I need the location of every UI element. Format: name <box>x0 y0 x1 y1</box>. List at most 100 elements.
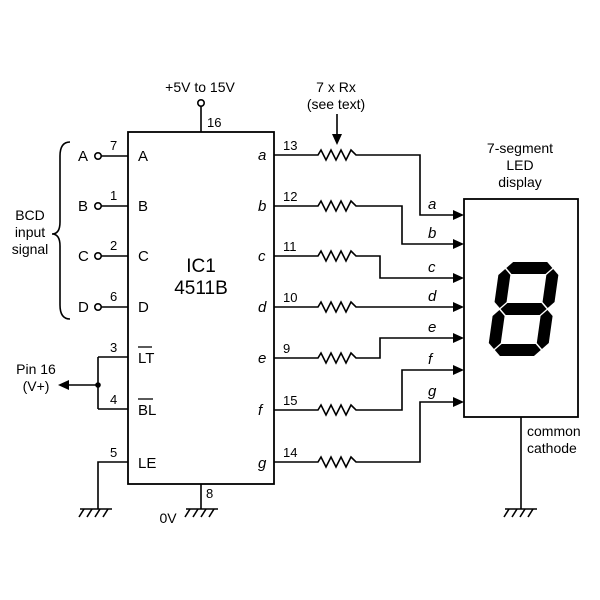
output-pin-name: c <box>258 248 266 265</box>
segment-input-label: g <box>428 383 437 400</box>
segment-a <box>506 262 553 274</box>
resistor-wire <box>274 199 455 245</box>
resistor-label-line1: 7 x Rx <box>316 79 356 95</box>
ground-symbol-le <box>78 508 112 518</box>
output-c: c 11 c <box>258 239 464 283</box>
output-pin-number: 10 <box>283 290 297 305</box>
ground-symbol-pin8 <box>184 508 218 518</box>
pin16-label-line1: Pin 16 <box>16 361 56 377</box>
input-pin-number: 7 <box>110 138 117 153</box>
segment-input-arrow <box>453 210 464 220</box>
input-A: A 7 A <box>78 138 148 165</box>
control-LE: 5 LE <box>97 445 156 509</box>
input-B: B 1 B <box>78 188 148 215</box>
output-pin-number: 15 <box>283 393 297 408</box>
ic-body <box>127 131 275 485</box>
output-f: f 15 f <box>258 351 464 419</box>
input-pin-name: A <box>138 148 148 165</box>
control-pin-name: LT <box>138 350 154 367</box>
input-terminal <box>94 302 103 311</box>
supply-label: +5V to 15V <box>165 79 235 95</box>
input-ext-label: B <box>78 198 88 215</box>
segment-d <box>494 344 541 356</box>
ic-part-number: 4511B <box>174 278 228 299</box>
resistor-wire <box>274 401 455 469</box>
ic-name: IC1 <box>186 256 216 277</box>
input-D: D 6 D <box>78 289 149 316</box>
output-pin-name: e <box>258 350 266 367</box>
display-title-line3: display <box>498 174 542 190</box>
output-pin-name: b <box>258 198 266 215</box>
resistor-wire <box>274 249 455 279</box>
control-pin-number: 5 <box>110 445 117 460</box>
input-pin-number: 1 <box>110 188 117 203</box>
segment-input-arrow <box>453 239 464 249</box>
resistor-label-line2: (see text) <box>307 96 365 112</box>
input-terminal <box>94 202 103 211</box>
input-ext-label: A <box>78 148 88 165</box>
resistor-wire <box>274 369 455 417</box>
supply-pin-number: 16 <box>207 115 221 130</box>
output-a: a 13 a <box>258 138 464 220</box>
input-terminal <box>94 252 103 261</box>
cathode-label-line2: cathode <box>527 440 577 456</box>
output-d: d 10 d <box>258 288 464 316</box>
input-pin-number: 6 <box>110 289 117 304</box>
segment-e <box>488 310 505 349</box>
bcd-label-line1: BCD <box>15 207 45 223</box>
control-pin-name: LE <box>138 455 156 472</box>
resistor-wire <box>274 300 455 314</box>
segment-input-arrow <box>453 273 464 283</box>
led-digit <box>488 262 559 356</box>
control-LT: 3 LT <box>98 340 154 367</box>
input-ext-label: D <box>78 299 89 316</box>
ground-symbol-cathode <box>503 508 537 518</box>
pin16-arrow <box>58 380 69 390</box>
input-pin-name: C <box>138 248 149 265</box>
segment-input-label: f <box>428 351 434 368</box>
output-pin-number: 12 <box>283 189 297 204</box>
resistor-wire <box>274 337 455 365</box>
segment-input-arrow <box>453 397 464 407</box>
segment-input-arrow <box>453 302 464 312</box>
resistor-wire <box>274 148 455 216</box>
bcd-brace <box>51 141 71 320</box>
cathode-label-line1: common <box>527 423 581 439</box>
output-pin-number: 9 <box>283 341 290 356</box>
segment-input-label: c <box>428 259 436 276</box>
display-title-line1: 7-segment <box>487 140 553 156</box>
control-pin-name: BL <box>138 402 156 419</box>
segment-input-arrow <box>453 365 464 375</box>
output-g: g 14 g <box>258 383 464 472</box>
input-ext-label: C <box>78 248 89 265</box>
output-pin-name: d <box>258 299 267 316</box>
segment-input-label: a <box>428 196 436 213</box>
segment-c <box>536 310 553 349</box>
pin16-label-line2: (V+) <box>23 378 50 394</box>
output-pin-number: 14 <box>283 445 297 460</box>
input-pin-name: D <box>138 299 149 316</box>
control-pin-number: 4 <box>110 392 117 407</box>
segment-input-label: b <box>428 225 436 242</box>
display-title-line2: LED <box>506 157 533 173</box>
segment-input-label: d <box>428 288 437 305</box>
input-pin-name: B <box>138 198 148 215</box>
segment-input-label: e <box>428 319 436 336</box>
output-b: b 12 b <box>258 189 464 249</box>
bcd-label-line2: input <box>15 224 45 240</box>
segment-g <box>500 303 547 315</box>
output-pin-name: g <box>258 455 267 472</box>
ground-label: 0V <box>159 510 177 526</box>
control-pin-number: 3 <box>110 340 117 355</box>
output-pin-name: f <box>258 402 264 419</box>
input-pin-number: 2 <box>110 238 117 253</box>
segment-f <box>494 269 511 308</box>
control-BL: 4 BL <box>98 392 156 419</box>
resistor-pointer-arrow <box>332 134 342 145</box>
input-terminal <box>94 152 103 161</box>
output-pin-name: a <box>258 147 266 164</box>
output-pin-number: 13 <box>283 138 297 153</box>
output-e: e 9 e <box>258 319 464 367</box>
supply-terminal <box>197 99 206 108</box>
